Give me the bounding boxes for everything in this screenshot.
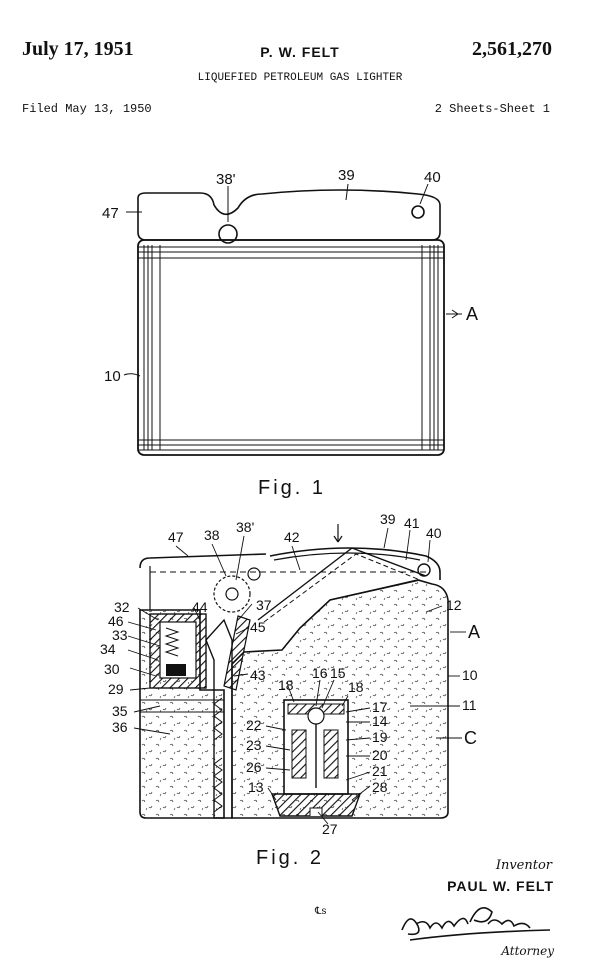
fig2-label-11: 11 — [462, 697, 477, 713]
fig2-flint-wheel-38 — [214, 576, 250, 612]
fig2-label-39: 39 — [380, 511, 396, 527]
fig2-label-16: 16 — [312, 665, 328, 681]
fig1-caption: Fig. 1 — [258, 477, 326, 499]
fig1-pin-40 — [412, 206, 424, 218]
fig2-label-45: 45 — [250, 619, 266, 635]
fig1-label-40: 40 — [424, 169, 441, 186]
attorney-label: Attorney — [501, 944, 554, 958]
fig2-label-12: 12 — [446, 597, 462, 613]
fig2-label-42: 42 — [284, 529, 300, 545]
fig2-label-43: 43 — [250, 667, 266, 683]
fig2-caption: Fig. 2 — [256, 847, 324, 869]
fig2-label-26: 26 — [246, 759, 262, 775]
fig1-label-A: A — [466, 304, 478, 324]
fig2-label-27: 27 — [322, 821, 338, 837]
fig1-label-39: 39 — [338, 167, 355, 184]
fig2-label-18b: 18 — [348, 679, 364, 695]
fig1-body-ribs — [138, 245, 444, 450]
sheet-mark: ℄s — [315, 906, 327, 917]
figure-1: 38' 39 40 47 A 10 Fig. 1 — [102, 167, 478, 499]
fig2-label-34: 34 — [100, 641, 116, 657]
fig2-label-35: 35 — [112, 703, 128, 719]
fig2-label-28: 28 — [372, 779, 388, 795]
fig1-body — [138, 240, 444, 455]
fig2-label-19: 19 — [372, 729, 388, 745]
fig2-label-30: 30 — [104, 661, 120, 677]
fig1-label-47: 47 — [102, 205, 119, 222]
fig2-label-A: A — [468, 622, 480, 642]
fig2-label-22: 22 — [246, 717, 262, 733]
fig2-label-18a: 18 — [278, 677, 294, 693]
fig2-label-44: 44 — [192, 599, 208, 615]
fig1-cap — [138, 190, 440, 240]
fig2-label-10: 10 — [462, 667, 478, 683]
fig2-label-15: 15 — [330, 665, 346, 681]
fig2-label-40: 40 — [426, 525, 442, 541]
inventor-label: Inventor — [496, 858, 552, 873]
fig2-label-20: 20 — [372, 747, 388, 763]
fig1-label-10: 10 — [104, 368, 121, 385]
inventor-name: PAUL W. FELT — [447, 878, 554, 894]
fig2-label-21: 21 — [372, 763, 388, 779]
fig2-label-14: 14 — [372, 713, 388, 729]
fig2-label-38: 38 — [204, 527, 220, 543]
fig2-label-36: 36 — [112, 719, 128, 735]
fig2-label-23: 23 — [246, 737, 262, 753]
fig2-label-37: 37 — [256, 597, 272, 613]
fig2-label-38p: 38' — [236, 519, 254, 535]
figure-2: 47 38 38' 42 39 41 40 32 44 37 12 46 45 … — [100, 511, 480, 869]
fig2-label-13: 13 — [248, 779, 264, 795]
fig1-label-38p: 38' — [216, 171, 236, 188]
fig2-label-41: 41 — [404, 515, 420, 531]
fig2-label-47: 47 — [168, 529, 184, 545]
attorney-signature — [402, 908, 550, 940]
fig2-label-29: 29 — [108, 681, 124, 697]
fig2-label-C: C — [464, 728, 477, 748]
